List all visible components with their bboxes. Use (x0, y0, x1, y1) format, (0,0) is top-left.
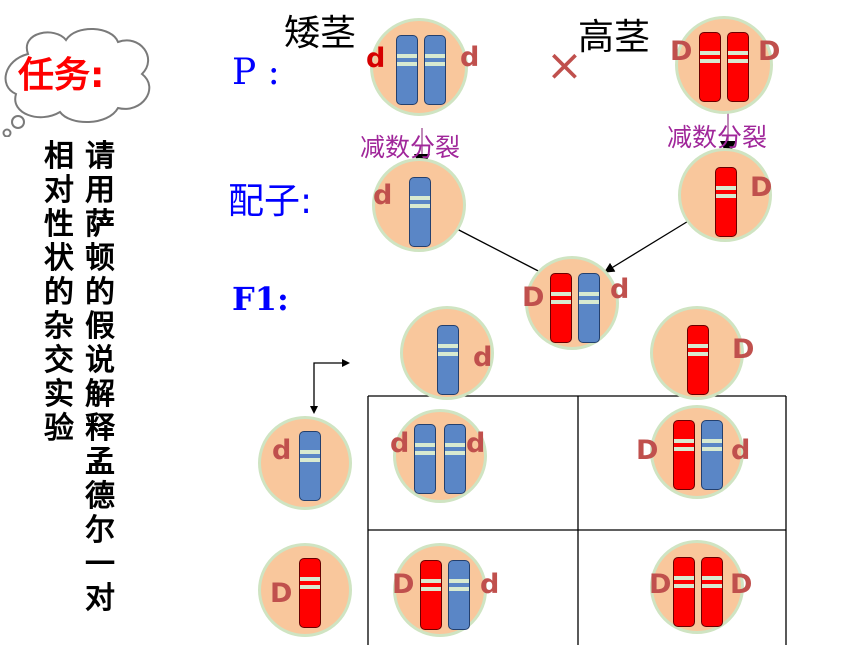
generation-p-label: P : (232, 52, 280, 93)
instruction-line-1: 请用萨顿的假说解释孟德尔一对 (85, 139, 115, 616)
chromosome-D (715, 167, 737, 237)
allele-D: D (750, 172, 773, 203)
cross-symbol: × (546, 40, 583, 91)
meiosis-label-right: 减数分裂 (667, 123, 768, 152)
allele-d: d (390, 428, 410, 459)
allele-D: D (730, 569, 753, 600)
offspring-cell-Dd-bottom (393, 543, 487, 637)
f1-gamete-left-d (258, 416, 352, 510)
f1-gamete-top-D (650, 306, 744, 400)
allele-d: d (466, 428, 486, 459)
allele-d: d (272, 435, 292, 466)
allele-d: d (373, 180, 393, 211)
f1-gamete-left-D (258, 543, 352, 637)
allele-D: D (522, 282, 545, 313)
allele-d: d (460, 42, 480, 73)
gamete-arrow-right (603, 219, 691, 273)
gamete-arrow-left (454, 227, 550, 277)
short-stem-title: 矮茎 (284, 13, 357, 54)
chromosome-d (409, 177, 431, 247)
chromosome-D (701, 557, 723, 627)
offspring-cell-DD (650, 540, 744, 634)
allele-d: d (366, 43, 386, 74)
instruction-line-2: 相对性状的杂交实验 (44, 139, 74, 446)
allele-d: d (480, 569, 500, 600)
allele-D: D (670, 36, 693, 67)
punnett-corner-arrow (313, 362, 348, 412)
task-label: 任务: (18, 55, 105, 96)
generation-gametes-label: 配子: (228, 181, 313, 222)
chromosome-D (673, 557, 695, 627)
allele-D: D (758, 36, 781, 67)
allele-d: d (610, 274, 630, 305)
generation-f1-label: F1: (232, 280, 289, 318)
chromosome-D (299, 558, 321, 628)
allele-D: D (649, 569, 672, 600)
f1-gamete-top-d (400, 306, 494, 400)
offspring-cell-dd (393, 409, 487, 503)
chromosome-D (699, 32, 721, 102)
allele-D: D (636, 435, 659, 466)
chromosome-D (420, 560, 442, 630)
chromosome-D (673, 420, 695, 490)
parent-cell-short (370, 18, 468, 116)
offspring-cell-Dd-top (650, 405, 744, 499)
allele-D: D (732, 334, 755, 365)
task-cloud (2, 27, 151, 137)
chromosome-D (727, 32, 749, 102)
chromosome-d (448, 560, 470, 630)
allele-d: d (473, 342, 493, 373)
tall-stem-title: 高茎 (578, 17, 651, 58)
chromosome-d (396, 35, 418, 105)
chromosome-d (414, 424, 436, 494)
allele-d: d (731, 435, 751, 466)
chromosome-d (701, 420, 723, 490)
f1-cell-Dd (525, 256, 619, 350)
chromosome-d (424, 35, 446, 105)
chromosome-d (444, 424, 466, 494)
chromosome-D (687, 325, 709, 395)
allele-D: D (270, 578, 293, 609)
gamete-cell-D (678, 148, 772, 242)
chromosome-D (550, 273, 572, 343)
parent-cell-tall (675, 16, 773, 114)
chromosome-d (578, 273, 600, 343)
allele-D: D (392, 569, 415, 600)
gamete-cell-d (372, 158, 466, 252)
chromosome-d (299, 431, 321, 501)
meiosis-label-left: 减数分裂 (360, 133, 461, 162)
chromosome-d (437, 325, 459, 395)
